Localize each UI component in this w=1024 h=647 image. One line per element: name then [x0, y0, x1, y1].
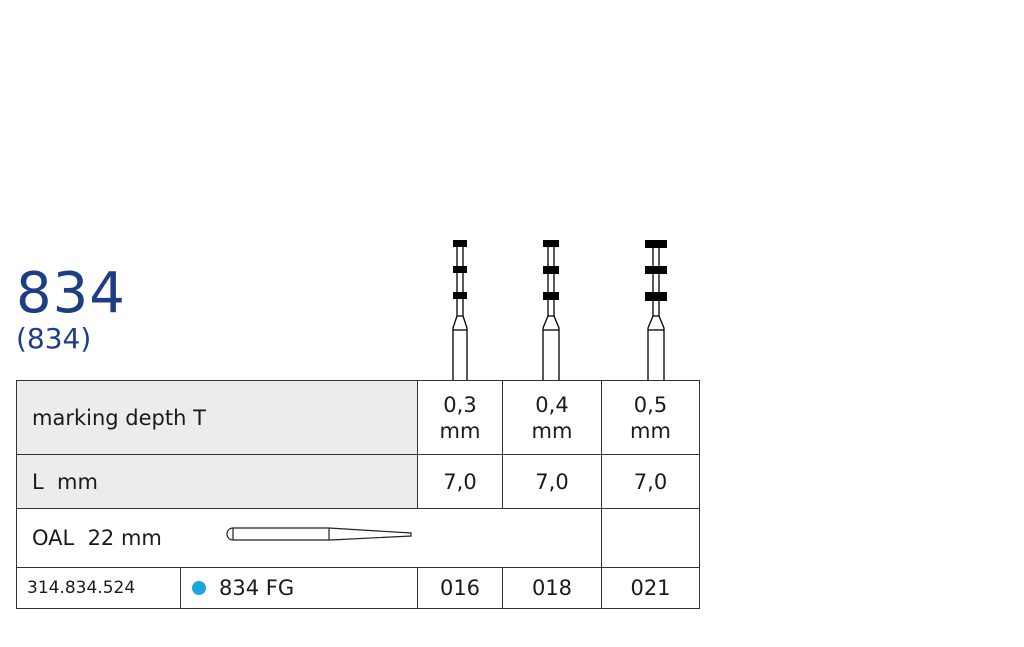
- length-value: 7,0: [443, 469, 477, 494]
- length-cell: 7,0: [502, 454, 602, 509]
- size-value: 018: [531, 576, 573, 600]
- order-number-cell: 314.834.524: [16, 567, 181, 609]
- depth-cell: 0,3 mm: [417, 380, 503, 455]
- bur-illustration-05: [645, 240, 667, 380]
- bur-illustration-04: [542, 240, 560, 380]
- size-cell: 016: [417, 567, 503, 609]
- product-number: 834: [16, 261, 126, 326]
- depth-unit: mm: [630, 418, 671, 443]
- size-cell: 018: [502, 567, 602, 609]
- length-cell: 7,0: [417, 454, 503, 509]
- shank-outline-icon: [226, 527, 412, 541]
- length-value: 7,0: [535, 469, 569, 494]
- depth-value: 0,5: [633, 392, 668, 417]
- length-value: 7,0: [633, 469, 668, 494]
- oal-empty-cell: [601, 508, 700, 568]
- product-number-alt: (834): [16, 322, 92, 355]
- shank-dot-icon: [192, 581, 206, 595]
- depth-unit: mm: [439, 418, 481, 443]
- size-value: 016: [439, 576, 481, 600]
- oal-cell: OAL 22 mm: [16, 508, 602, 568]
- depth-value: 0,4: [535, 392, 569, 417]
- order-number: 314.834.524: [27, 578, 136, 598]
- size-cell: 021: [601, 567, 700, 609]
- depth-cell: 0,4 mm: [502, 380, 602, 455]
- length-label-cell: L mm: [16, 454, 418, 509]
- bur-illustration-03: [452, 240, 468, 380]
- depth-value: 0,3: [443, 392, 477, 417]
- length-label: L mm: [32, 469, 98, 494]
- marking-depth-label-cell: marking depth T: [16, 380, 418, 455]
- size-value: 021: [630, 576, 671, 600]
- marking-depth-label: marking depth T: [32, 405, 206, 430]
- depth-cell: 0,5 mm: [601, 380, 700, 455]
- oal-label: OAL 22 mm: [32, 526, 162, 550]
- product-table: marking depth T 0,3 mm 0,4 mm 0,5 mm L m…: [16, 380, 700, 609]
- length-cell: 7,0: [601, 454, 700, 509]
- depth-unit: mm: [531, 418, 573, 443]
- shank-type-cell: 834 FG: [180, 567, 418, 609]
- shank-type: 834 FG: [219, 576, 295, 600]
